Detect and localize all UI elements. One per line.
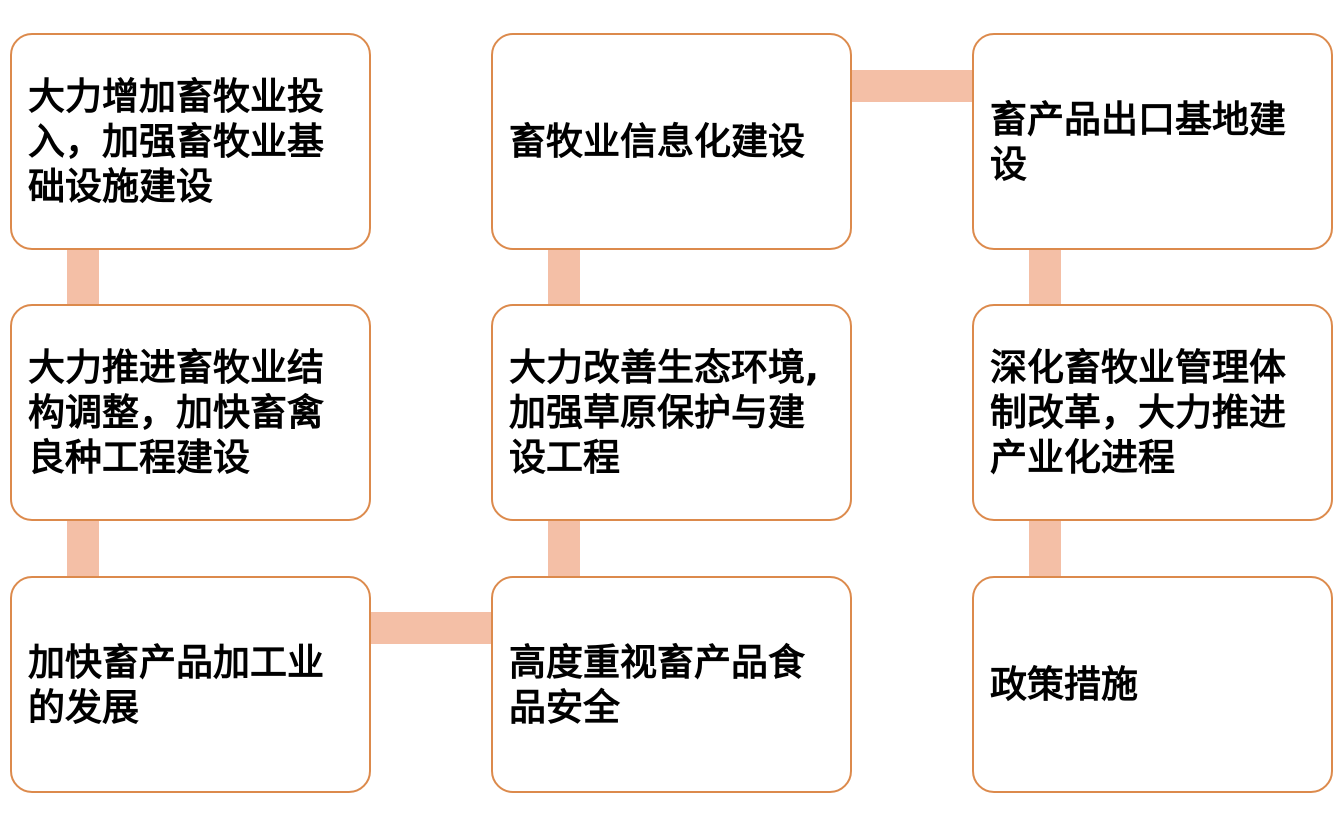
node-food-safety: 高度重视畜产品食品安全 <box>491 576 852 793</box>
node-investment-infrastructure: 大力增加畜牧业投入，加强畜牧业基础设施建设 <box>10 33 371 250</box>
node-structure-adjustment: 大力推进畜牧业结构调整，加快畜禽良种工程建设 <box>10 304 371 521</box>
connector-n4-n5 <box>548 520 580 578</box>
node-label: 畜产品出口基地建设 <box>990 97 1286 186</box>
node-label: 大力增加畜牧业投入，加强畜牧业基础设施建设 <box>28 75 324 208</box>
connector-n8-n9 <box>1029 520 1061 578</box>
node-label: 深化畜牧业管理体制改革，大力推进产业化进程 <box>990 346 1286 479</box>
connector-n6-n7 <box>851 70 973 102</box>
node-label: 大力推进畜牧业结构调整，加快畜禽良种工程建设 <box>28 346 324 479</box>
node-policy-measures: 政策措施 <box>972 576 1333 793</box>
node-label: 畜牧业信息化建设 <box>509 120 805 163</box>
node-processing-industry: 加快畜产品加工业的发展 <box>10 576 371 793</box>
node-management-reform: 深化畜牧业管理体制改革，大力推进产业化进程 <box>972 304 1333 521</box>
connector-n7-n8 <box>1029 249 1061 307</box>
connector-n5-n6 <box>548 249 580 307</box>
connector-n2-n3 <box>67 520 99 578</box>
node-label: 加快畜产品加工业的发展 <box>28 640 324 729</box>
connector-n1-n2 <box>67 249 99 307</box>
node-ecological-environment: 大力改善生态环境,加强草原保护与建设工程 <box>491 304 852 521</box>
node-label: 政策措施 <box>990 663 1138 706</box>
node-label: 大力改善生态环境,加强草原保护与建设工程 <box>509 346 820 479</box>
connector-n3-n4 <box>370 612 492 644</box>
node-informatization: 畜牧业信息化建设 <box>491 33 852 250</box>
node-export-base: 畜产品出口基地建设 <box>972 33 1333 250</box>
node-label: 高度重视畜产品食品安全 <box>509 640 805 729</box>
